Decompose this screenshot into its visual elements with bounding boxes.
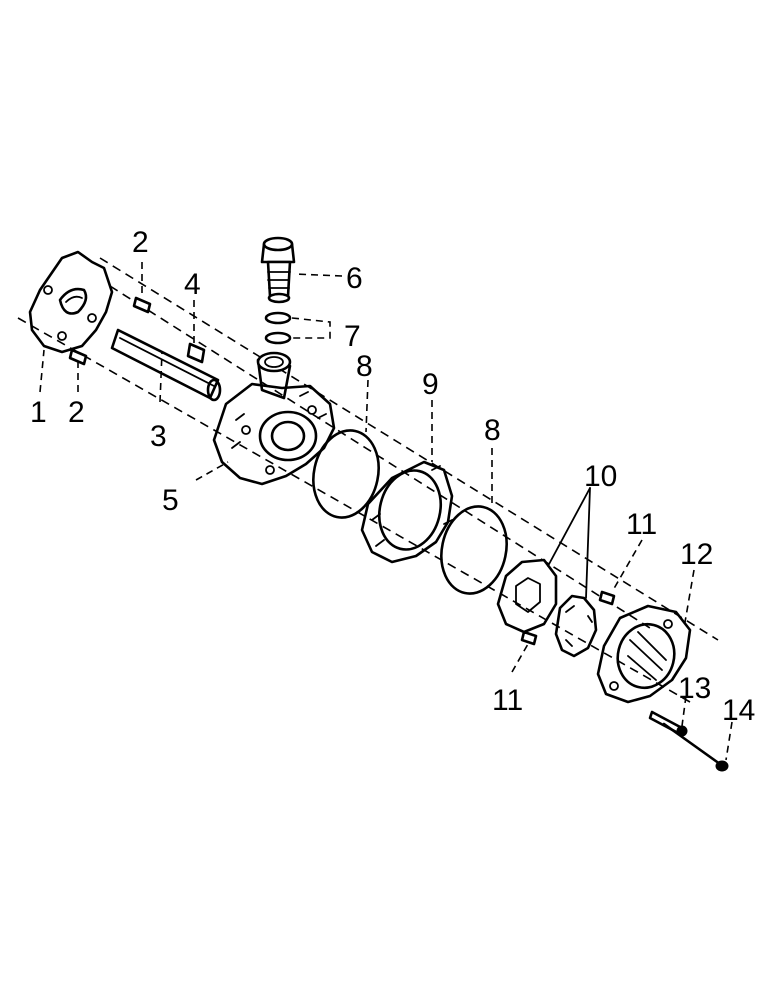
part-6-relief-valve xyxy=(260,236,296,304)
callout-4: 4 xyxy=(184,268,201,301)
dowel-pin-11-upper xyxy=(598,590,616,606)
callout-6: 6 xyxy=(346,262,363,295)
part-10-rotor-set xyxy=(496,558,598,658)
axis-lower xyxy=(17,317,691,703)
part-2-dowel-pins xyxy=(68,296,152,366)
axis-upper xyxy=(99,257,719,641)
part-13-bolt xyxy=(648,710,688,737)
callout-10: 10 xyxy=(584,460,617,493)
callout-12: 12 xyxy=(680,538,713,571)
part-4-key xyxy=(186,342,206,364)
part-14-long-bolt xyxy=(662,722,729,772)
outer-rotor xyxy=(496,558,558,634)
part-9-gear-housing xyxy=(360,460,454,564)
leader-lines xyxy=(39,262,733,761)
part-8-o-rings xyxy=(312,429,508,595)
axis-center xyxy=(109,285,651,629)
callout-8-first: 8 xyxy=(356,350,373,383)
callout-1: 1 xyxy=(30,396,47,429)
callout-7: 7 xyxy=(344,320,361,353)
part-12-end-cover xyxy=(596,604,692,704)
callout-5: 5 xyxy=(162,484,179,517)
callout-11-lower: 11 xyxy=(492,684,523,717)
callout-8-second: 8 xyxy=(484,414,501,447)
callout-11-upper: 11 xyxy=(626,508,657,541)
callout-13: 13 xyxy=(678,672,711,705)
callout-labels: 1 2 2 3 4 5 6 7 8 8 9 10 11 11 12 13 14 xyxy=(30,226,755,727)
inner-rotor xyxy=(554,594,598,658)
part-7-washers xyxy=(264,311,292,345)
callout-2-upper: 2 xyxy=(132,226,149,259)
callout-2-lower: 2 xyxy=(68,396,85,429)
part-1-end-plate xyxy=(28,250,114,354)
part-3-shaft xyxy=(110,328,222,402)
part-5-pump-body xyxy=(212,351,336,486)
part-11-dowel-pins xyxy=(520,590,616,646)
assembly-axes xyxy=(17,257,719,703)
dowel-pin-11-lower xyxy=(520,630,538,646)
o-ring-2 xyxy=(440,505,508,595)
dowel-pin-upper xyxy=(132,296,152,314)
dowel-pin-lower xyxy=(68,348,88,366)
callout-3: 3 xyxy=(150,420,167,453)
callout-9: 9 xyxy=(422,368,439,401)
o-ring-1 xyxy=(312,429,380,519)
callout-14: 14 xyxy=(722,694,755,727)
